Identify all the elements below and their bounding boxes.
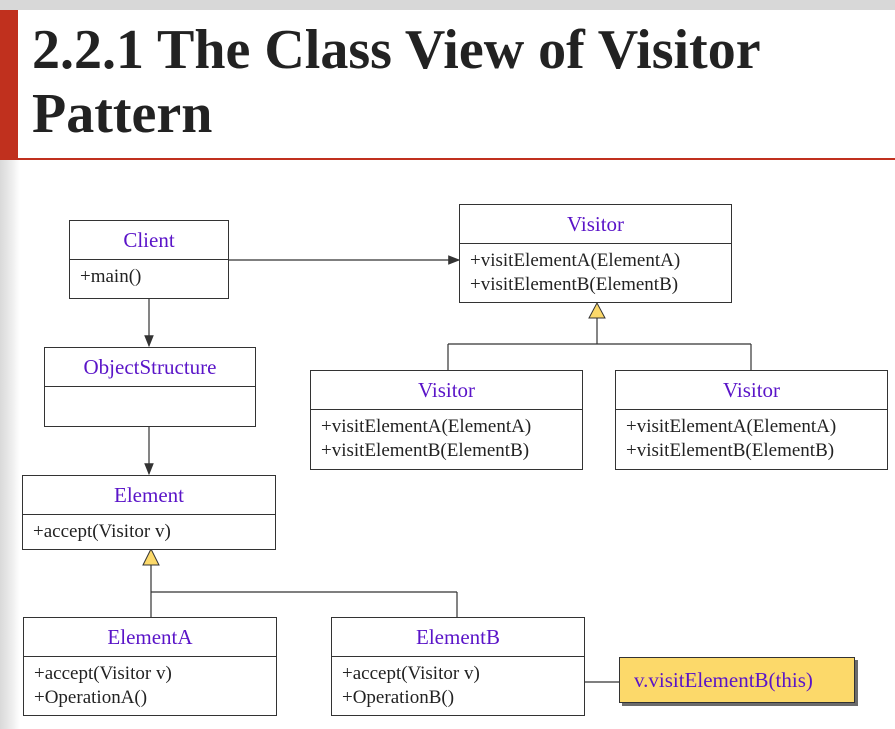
class-operations: +accept(Visitor v) [23, 515, 275, 544]
class-operations: +main() [70, 260, 228, 289]
class-elementa: ElementA +accept(Visitor v) +OperationA(… [23, 617, 277, 716]
class-name: Client [70, 221, 228, 260]
class-name: Visitor [616, 371, 887, 410]
operation: +OperationB() [342, 687, 455, 708]
class-name: ObjectStructure [45, 348, 255, 387]
class-elementb: ElementB +accept(Visitor v) +OperationB(… [331, 617, 585, 716]
operation: +visitElementB(ElementB) [626, 440, 835, 461]
class-name: ElementA [24, 618, 276, 657]
operation: +visitElementA(ElementA) [626, 416, 837, 437]
class-name: Element [23, 476, 275, 515]
operation: +visitElementB(ElementB) [321, 440, 530, 461]
class-name: Visitor [311, 371, 582, 410]
side-strip [0, 160, 20, 729]
class-operations: +visitElementA(ElementA) +visitElementB(… [616, 410, 887, 463]
operation: +visitElementB(ElementB) [470, 274, 679, 295]
slide-title: 2.2.1 The Class View of Visitor Pattern [32, 19, 760, 145]
class-operations [45, 387, 255, 392]
class-element: Element +accept(Visitor v) [22, 475, 276, 550]
title-underline [18, 158, 895, 160]
class-name: ElementB [332, 618, 584, 657]
class-client: Client +main() [69, 220, 229, 299]
class-operations: +visitElementA(ElementA) +visitElementB(… [311, 410, 582, 463]
class-visitor-right: Visitor +visitElementA(ElementA) +visitE… [615, 370, 888, 470]
operation: +main() [80, 266, 142, 287]
class-visitor-left: Visitor +visitElementA(ElementA) +visitE… [310, 370, 583, 470]
class-operations: +accept(Visitor v) +OperationB() [332, 657, 584, 710]
operation: +visitElementA(ElementA) [321, 416, 532, 437]
operation: +accept(Visitor v) [33, 521, 171, 542]
operation: +OperationA() [34, 687, 148, 708]
operation: +accept(Visitor v) [342, 663, 480, 684]
class-objectstructure: ObjectStructure [44, 347, 256, 427]
visitor-inheritance-triangle [588, 301, 606, 319]
class-operations: +visitElementA(ElementA) +visitElementB(… [460, 244, 731, 297]
accent-bar [0, 10, 18, 160]
class-operations: +accept(Visitor v) +OperationA() [24, 657, 276, 710]
element-inheritance-triangle [142, 547, 160, 566]
code-note: v.visitElementB(this) [619, 657, 855, 703]
class-name: Visitor [460, 205, 731, 244]
class-visitor: Visitor +visitElementA(ElementA) +visitE… [459, 204, 732, 303]
operation: +visitElementA(ElementA) [470, 250, 681, 271]
top-bar [0, 0, 895, 10]
operation: +accept(Visitor v) [34, 663, 172, 684]
